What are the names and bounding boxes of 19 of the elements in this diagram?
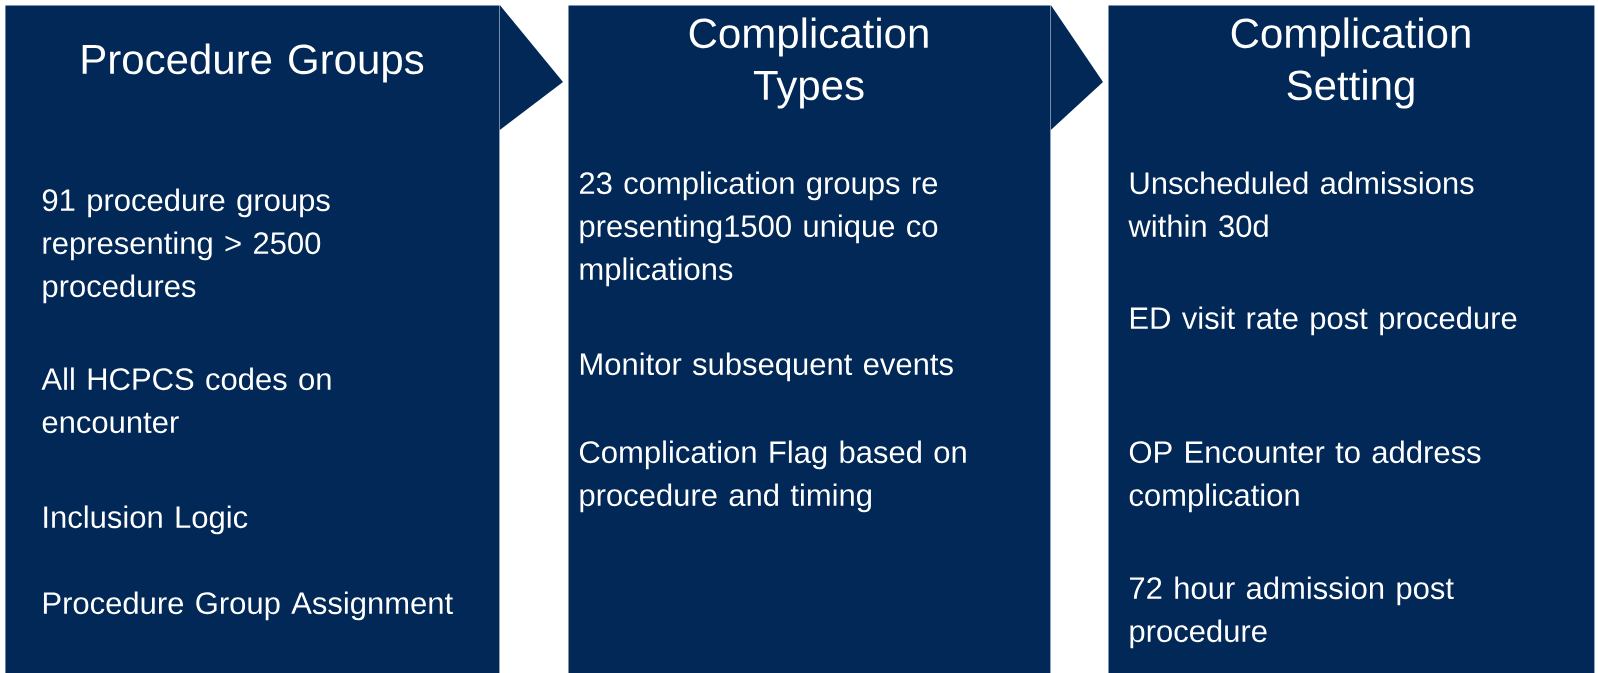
chevron-arrow bbox=[1050, 5, 1103, 130]
body-text: All HCPCS codes on encounter bbox=[41, 367, 331, 434]
process-panel bbox=[1108, 5, 1595, 673]
body-text: Inclusion Logic bbox=[44, 505, 248, 535]
body-text: 23 complication groups re presenting1500 unique co mplications bbox=[580, 171, 938, 287]
body-text: Complication Flag based on procedure and timing bbox=[580, 440, 966, 513]
process-panel bbox=[568, 5, 1051, 673]
heading-text: Procedure Groups bbox=[82, 43, 424, 83]
heading-text: Complication Types bbox=[689, 17, 928, 109]
chevron-arrow bbox=[499, 5, 563, 130]
body-text: Monitor subsequent events bbox=[580, 352, 953, 382]
body-text: 91 procedure groups representing > 2500 procedures bbox=[42, 188, 330, 304]
body-text: OP Encounter to address complication bbox=[1129, 440, 1481, 513]
body-text: Unscheduled admissions within 30d bbox=[1128, 171, 1474, 238]
body-text: ED visit rate post procedure bbox=[1130, 306, 1517, 336]
heading-text: Complication Setting bbox=[1231, 17, 1470, 109]
body-text: Procedure Group Assignment bbox=[43, 591, 453, 621]
process-panel bbox=[5, 5, 500, 673]
body-text: 72 hour admission post procedure bbox=[1130, 576, 1454, 649]
